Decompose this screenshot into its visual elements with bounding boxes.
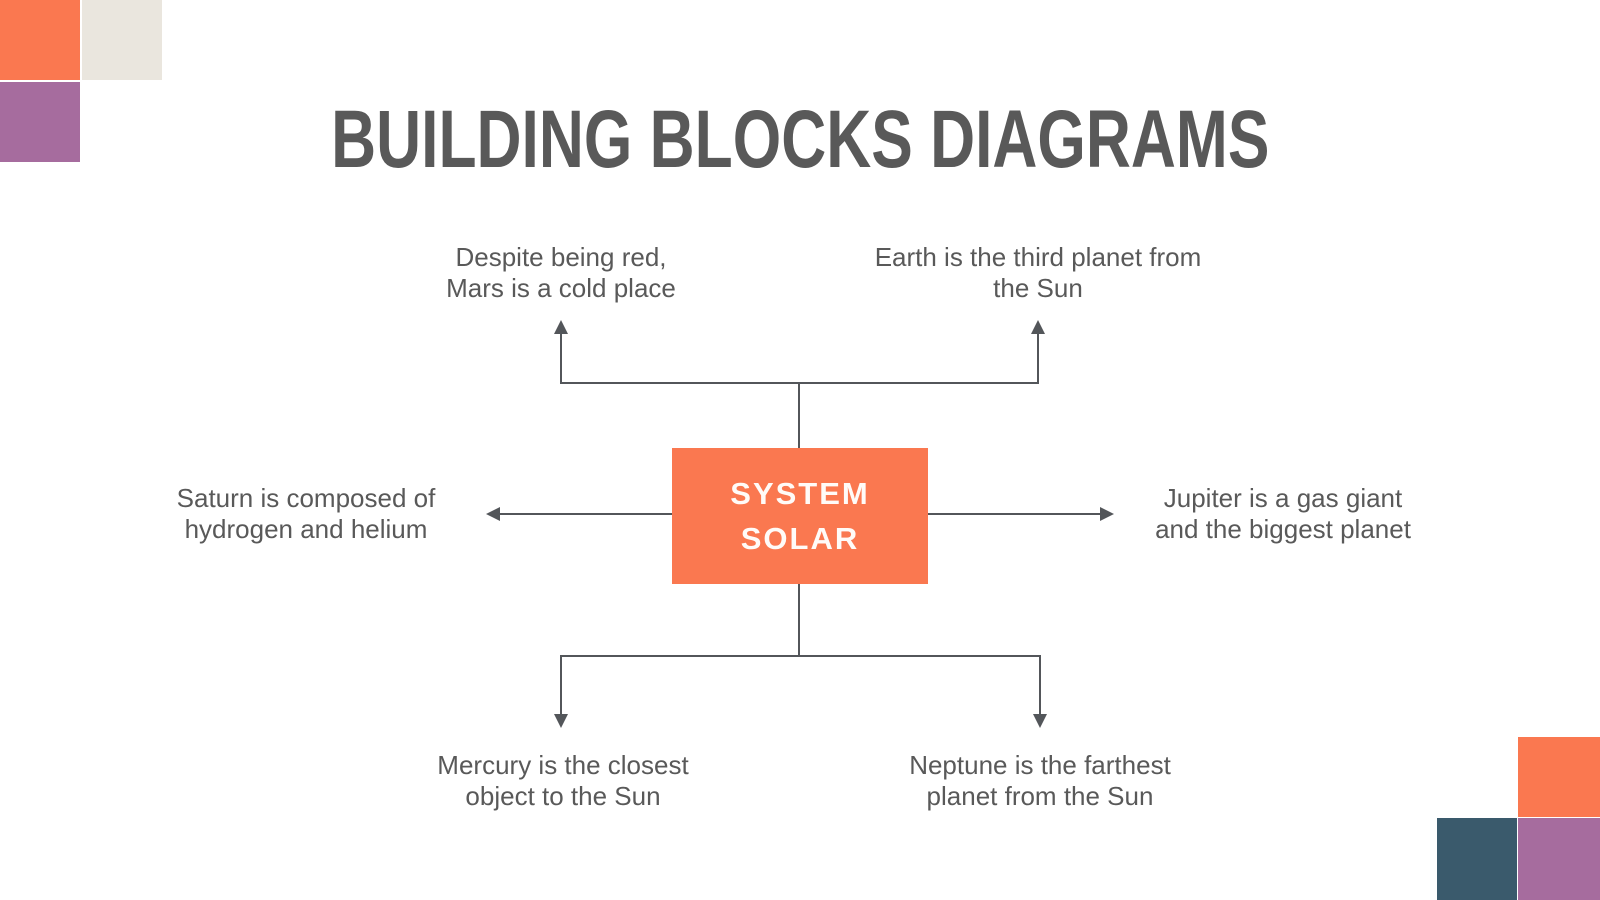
node-label-neptune-line2: planet from the Sun [926, 781, 1154, 811]
node-label-mars-line2: Mars is a cold place [446, 273, 676, 303]
center-node-system-solar: SYSTEM SOLAR [672, 448, 928, 584]
node-label-mercury-line1: Mercury is the closest [437, 750, 689, 780]
node-label-neptune-line1: Neptune is the farthest [909, 750, 1171, 780]
connector-top-left-vertical [560, 333, 562, 384]
arrowhead-left-icon [486, 507, 500, 521]
decor-square-bottom-right-slate [1437, 818, 1517, 900]
page-title-text: BUILDING BLOCKS DIAGRAMS [330, 94, 1270, 185]
node-label-jupiter-line2: and the biggest planet [1155, 514, 1411, 544]
connector-center-top-stem [798, 383, 800, 448]
arrowhead-down-right-icon [1033, 714, 1047, 728]
center-node-line2: SOLAR [740, 521, 860, 556]
node-label-saturn: Saturn is composed of hydrogen and heliu… [106, 483, 506, 545]
decor-square-top-left-purple [0, 82, 80, 162]
center-node-line1: SYSTEM [730, 476, 870, 511]
node-label-mercury-line2: object to the Sun [465, 781, 661, 811]
node-label-neptune: Neptune is the farthest planet from the … [840, 750, 1240, 812]
node-label-mars: Despite being red, Mars is a cold place [361, 242, 761, 304]
node-label-saturn-line1: Saturn is composed of [176, 483, 436, 513]
decor-square-bottom-right-orange [1518, 737, 1600, 817]
decor-square-top-left-orange [0, 0, 80, 80]
connector-top-horizontal [561, 382, 1039, 384]
node-label-saturn-line2: hydrogen and helium [184, 514, 428, 544]
arrowhead-up-right-icon [1031, 320, 1045, 334]
connector-bottom-right-vertical [1039, 655, 1041, 715]
page-title: BUILDING BLOCKS DIAGRAMS [0, 98, 1600, 182]
connector-bottom-left-vertical [560, 655, 562, 715]
arrowhead-right-icon [1100, 507, 1114, 521]
node-label-earth: Earth is the third planet from the Sun [838, 242, 1238, 304]
arrowhead-down-left-icon [554, 714, 568, 728]
node-label-earth-line2: the Sun [993, 273, 1083, 303]
connector-left-arrow [500, 513, 672, 515]
node-label-mercury: Mercury is the closest object to the Sun [363, 750, 763, 812]
node-label-mars-line1: Despite being red, [455, 242, 667, 272]
connector-bottom-horizontal [561, 655, 1041, 657]
node-label-jupiter: Jupiter is a gas giant and the biggest p… [1083, 483, 1483, 545]
node-label-jupiter-line1: Jupiter is a gas giant [1163, 483, 1403, 513]
connector-top-right-vertical [1037, 333, 1039, 384]
decor-square-bottom-right-purple [1518, 818, 1600, 900]
connector-right-arrow [928, 513, 1100, 515]
connector-center-bottom-stem [798, 584, 800, 657]
arrowhead-up-left-icon [554, 320, 568, 334]
node-label-earth-line1: Earth is the third planet from [874, 242, 1202, 272]
decor-square-top-left-cream [82, 0, 162, 80]
